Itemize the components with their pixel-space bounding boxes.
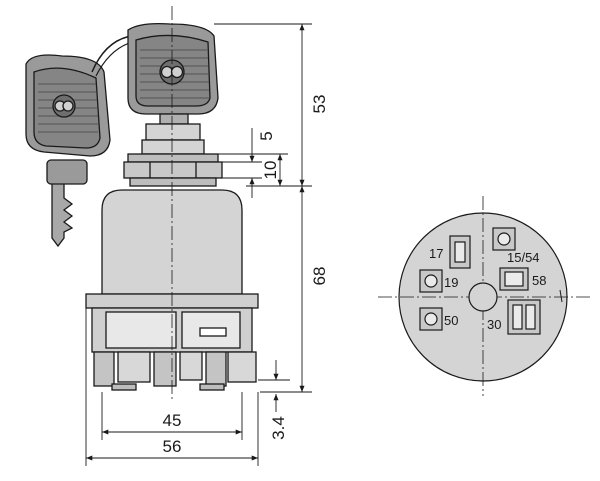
key-left — [25, 54, 111, 248]
terminal-50-label: 50 — [444, 313, 458, 328]
dim-5-label: 5 — [257, 131, 276, 140]
dim-53-label: 53 — [310, 95, 329, 114]
dim-56-label: 56 — [163, 437, 182, 456]
dim-45-label: 45 — [163, 411, 182, 430]
terminal-face-view — [378, 196, 590, 396]
terminal-19-label: 19 — [444, 275, 458, 290]
key-right — [127, 22, 219, 125]
dim-68-label: 68 — [310, 267, 329, 286]
terminal-58-label: 58 — [532, 273, 546, 288]
dimension-lines — [85, 23, 312, 466]
dim-3-4-label: 3.4 — [269, 416, 288, 440]
terminal-15-54-label: 15/54 — [507, 250, 540, 265]
terminal-30-label: 30 — [487, 317, 501, 332]
terminal-17-label: 17 — [429, 246, 443, 261]
switch-side-view — [25, 22, 259, 391]
dim-10-label: 10 — [261, 161, 280, 180]
